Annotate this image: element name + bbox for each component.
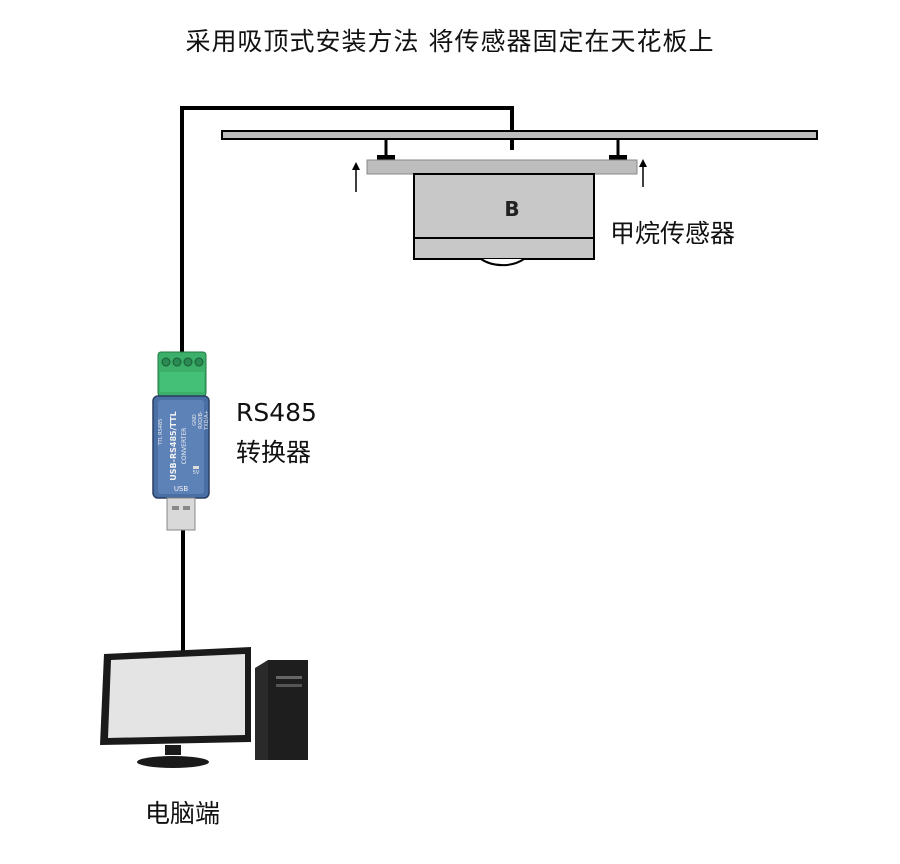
usb-rs485-converter: USB-RS485/TTL CONVERTER GND RXD/B- TXD/A… bbox=[152, 351, 210, 531]
desktop-computer bbox=[100, 647, 308, 768]
computer-label: 电脑端 bbox=[145, 799, 221, 828]
sensor-label: 甲烷传感器 bbox=[610, 219, 736, 248]
page-title: 采用吸顶式安装方法 将传感器固定在天花板上 bbox=[185, 27, 715, 56]
methane-sensor: B bbox=[413, 173, 595, 267]
pin-label-5v: 5V bbox=[193, 470, 200, 476]
usb-plug bbox=[166, 497, 196, 531]
pin-label-gnd: GND bbox=[192, 414, 198, 426]
rs485-cable bbox=[180, 106, 514, 355]
sensor-letter: B bbox=[504, 197, 519, 221]
pin-label-txd: TXD/A+ bbox=[204, 410, 210, 431]
usb-port-label: USB bbox=[174, 485, 189, 493]
converter-label-line2: 转换器 bbox=[236, 438, 312, 467]
pin-label-rxd: RXD/B- bbox=[198, 411, 204, 429]
converter-label-line1: RS485 bbox=[236, 398, 317, 427]
monitor-screen bbox=[108, 654, 245, 738]
up-arrow-icon bbox=[352, 159, 647, 192]
device-text-main: USB-RS485/TTL bbox=[169, 411, 178, 480]
mounting-plate bbox=[366, 159, 638, 175]
device-side-text: TTL RS485 bbox=[158, 419, 164, 447]
ceiling-board bbox=[221, 130, 818, 140]
mounting-screws bbox=[377, 139, 627, 160]
device-text-sub: CONVERTER bbox=[181, 428, 188, 465]
